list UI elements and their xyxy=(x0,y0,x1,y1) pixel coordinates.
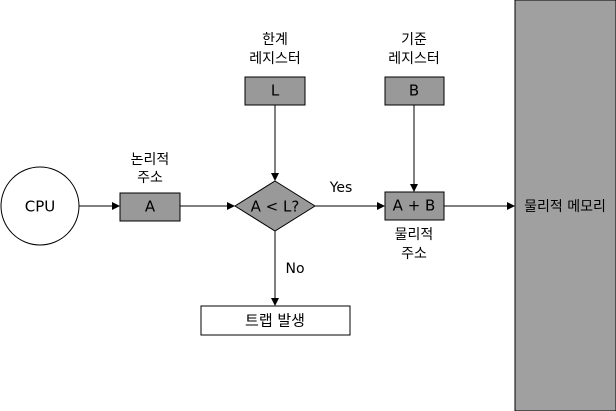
limit-register-label-line2: 레지스터 xyxy=(249,51,301,67)
physical-memory-label: 물리적 메모리 xyxy=(524,199,606,215)
base-register-value: B xyxy=(409,82,419,100)
logical-address-label-line1: 논리적 xyxy=(131,152,170,168)
base-register-label-line2: 레지스터 xyxy=(388,51,440,67)
limit-register-value: L xyxy=(271,82,280,100)
logical-address-label-line2: 주소 xyxy=(137,170,163,186)
limit-register-label-line1: 한계 xyxy=(262,32,288,48)
trap-box xyxy=(200,305,351,336)
base-register-label-line1: 기준 xyxy=(401,32,427,48)
compare-label: A < L? xyxy=(251,198,300,216)
yes-label: Yes xyxy=(329,180,353,196)
limit-register-box xyxy=(244,76,306,106)
physical-address-label-line1: 물리적 xyxy=(395,227,434,243)
physical-memory-block xyxy=(514,0,616,411)
register-a xyxy=(119,192,181,222)
trap-label: 트랩 발생 xyxy=(245,312,305,330)
no-label: No xyxy=(285,261,304,277)
cpu-label: CPU xyxy=(25,198,56,216)
physical-address-label-line2: 주소 xyxy=(401,246,427,262)
sum-label: A + B xyxy=(393,197,436,215)
register-a-label: A xyxy=(145,198,156,216)
sum-box xyxy=(384,191,445,221)
base-register-box xyxy=(384,76,445,106)
